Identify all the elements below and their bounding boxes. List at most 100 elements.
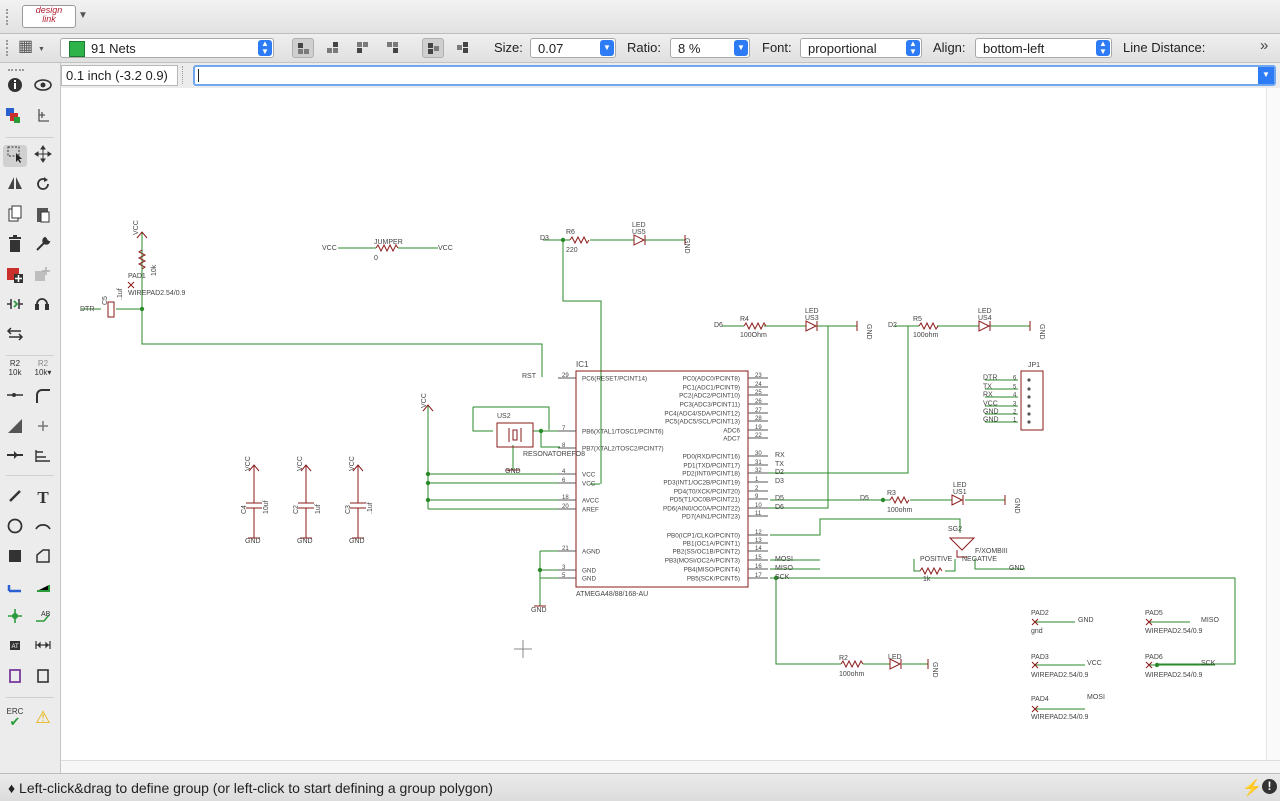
resistor-r3[interactable] [889, 495, 910, 505]
align-top-right-button[interactable] [322, 38, 344, 58]
align-top-left-button[interactable] [292, 38, 314, 58]
font-select[interactable]: proportional ▲▼ [800, 38, 922, 58]
optimize-icon[interactable] [3, 447, 27, 469]
align-bottom-left-button[interactable] [352, 38, 374, 58]
toolbar-grip[interactable] [6, 9, 10, 25]
net-wire[interactable] [472, 406, 560, 448]
bus-icon[interactable] [3, 577, 27, 599]
stop-icon[interactable]: ! [1262, 779, 1277, 794]
add-part-icon[interactable] [3, 265, 27, 287]
header-jp1[interactable] [1020, 370, 1044, 431]
ic1-pin-number: 19 [755, 425, 762, 431]
dimension-icon[interactable] [31, 637, 55, 659]
chevron-down-icon[interactable]: ▼ [1258, 67, 1274, 84]
net-wire[interactable] [427, 405, 559, 510]
invoke-icon[interactable] [3, 295, 27, 317]
led-us4[interactable] [978, 320, 991, 332]
rotate-icon[interactable] [31, 175, 55, 197]
pin-swap-icon[interactable] [3, 325, 27, 347]
net-wire[interactable] [722, 325, 857, 509]
rectangle-icon[interactable] [3, 547, 27, 569]
mirror-off-button[interactable] [422, 38, 444, 58]
led-us3[interactable] [805, 320, 818, 332]
designlink-logo[interactable]: design link [22, 5, 76, 28]
group-select-icon[interactable] [3, 145, 27, 167]
net-wire[interactable] [770, 518, 1025, 572]
route-icon[interactable] [31, 447, 55, 469]
move-icon[interactable] [31, 145, 55, 167]
paste-icon[interactable] [31, 205, 55, 227]
mirror-on-button[interactable] [452, 38, 474, 58]
resistor-r5[interactable] [918, 321, 939, 331]
info-icon[interactable] [3, 77, 27, 99]
layer-display-icon[interactable] [3, 106, 27, 128]
polygon-icon[interactable] [31, 547, 55, 569]
horizontal-scrollbar[interactable] [61, 760, 1280, 773]
add-text-icon[interactable] [31, 417, 55, 439]
chevron-down-icon[interactable]: ▼ [38, 46, 45, 53]
led-r2[interactable] [889, 658, 902, 670]
resistor-1k[interactable] [919, 566, 943, 576]
modify-frame-icon[interactable] [31, 667, 55, 689]
ratio-select[interactable]: 8 % ▼ [670, 38, 750, 58]
attribute-icon[interactable]: AT [3, 637, 27, 659]
warning-icon[interactable]: ⚠ [35, 708, 51, 727]
net-wire[interactable] [750, 325, 1030, 474]
resistor-r4[interactable] [743, 321, 767, 331]
resistor-r6[interactable] [569, 235, 590, 245]
net-wire[interactable] [985, 379, 1018, 423]
frame-icon[interactable] [3, 667, 27, 689]
resistor-jumper[interactable] [375, 243, 399, 253]
toolbar-grip[interactable] [8, 69, 24, 73]
mark-icon[interactable] [31, 106, 55, 128]
miter-icon[interactable] [31, 387, 55, 409]
speaker-sg2[interactable] [948, 537, 976, 558]
toolbar-grip[interactable] [182, 66, 187, 84]
junction-icon[interactable] [3, 607, 27, 629]
text-icon[interactable]: T [37, 488, 49, 507]
net-icon[interactable] [31, 577, 55, 599]
resonator-us2[interactable] [496, 422, 534, 448]
eye-icon[interactable] [31, 77, 55, 99]
led-us5[interactable] [633, 234, 646, 246]
split-icon[interactable] [3, 387, 27, 409]
vertical-scrollbar[interactable] [1266, 88, 1280, 760]
label-icon[interactable]: AB [31, 607, 55, 629]
delete-icon[interactable] [3, 235, 27, 257]
layer-select[interactable]: 91 Nets ▲▼ [60, 38, 274, 58]
net-wire[interactable] [81, 232, 543, 377]
resistor-r2[interactable] [840, 659, 864, 669]
grid-icon[interactable]: ▦ [18, 38, 34, 55]
overflow-chevron-icon[interactable]: » [1260, 37, 1269, 54]
mirror-icon[interactable] [3, 175, 27, 197]
resistor-10k[interactable] [137, 249, 147, 270]
chevron-down-icon[interactable]: ▼ [78, 10, 88, 21]
arc-icon[interactable] [31, 517, 55, 539]
toolbar-grip[interactable] [6, 40, 10, 56]
lightning-icon[interactable]: ⚡ [1242, 780, 1262, 797]
net-wire[interactable] [539, 550, 558, 606]
net-wire[interactable] [543, 239, 602, 485]
line-icon[interactable] [3, 487, 27, 509]
align-select[interactable]: bottom-left ▲▼ [975, 38, 1112, 58]
command-input[interactable]: ▼ [193, 65, 1276, 86]
capacitors-c4-c2-c3[interactable] [246, 465, 366, 538]
net-wire[interactable] [770, 559, 1236, 665]
led-us1[interactable] [951, 494, 964, 506]
erc-check-icon[interactable]: ERC✔ [6, 707, 24, 729]
copy-icon[interactable] [3, 205, 27, 227]
circle-icon[interactable] [3, 517, 27, 539]
net-wire[interactable] [1035, 621, 1215, 710]
slice-icon[interactable] [3, 417, 27, 439]
replace-icon[interactable] [31, 265, 55, 287]
wrench-icon[interactable] [31, 235, 55, 257]
gate-swap-icon[interactable] [31, 295, 55, 317]
capacitor-c5[interactable] [107, 301, 115, 318]
align-bottom-right-button[interactable] [382, 38, 404, 58]
size-select[interactable]: 0.07 ▼ [530, 38, 616, 58]
ic1-body[interactable] [575, 370, 749, 588]
